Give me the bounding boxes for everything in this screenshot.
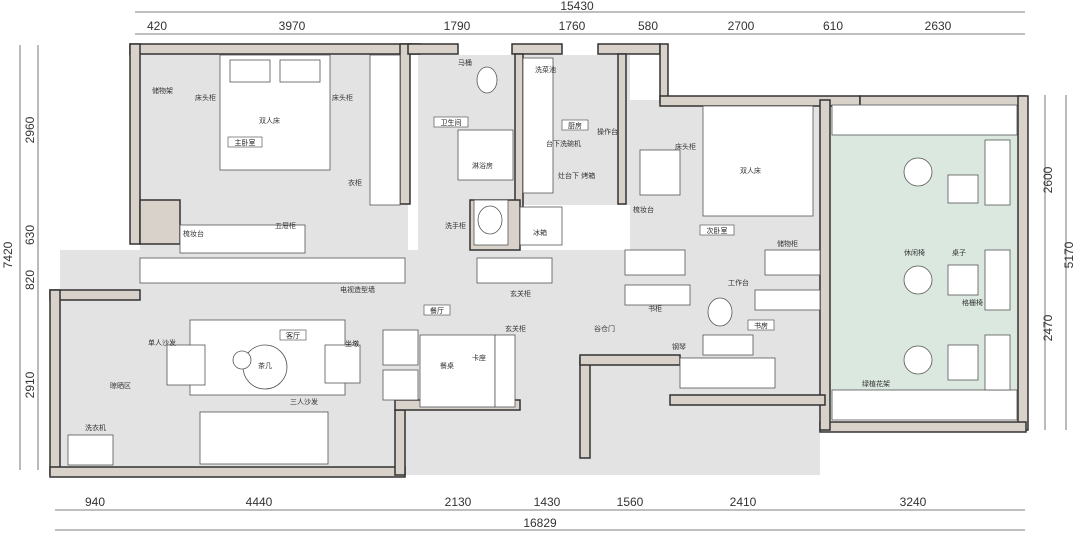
label-workbench: 工作台 <box>728 278 749 287</box>
dim-bottom-4: 1560 <box>617 495 644 509</box>
left-dimensions: 7420 2960 630 820 2910 <box>1 45 39 470</box>
label-bedside-right: 床头柜 <box>332 93 353 102</box>
dim-top-1: 3970 <box>279 19 306 33</box>
label-ottoman: 坐墩 <box>345 339 359 348</box>
label-storage-cab: 储物柜 <box>777 239 798 248</box>
label-dresser: 梳妆台 <box>183 229 204 238</box>
room-tags: 主卧室 卫生间 厨房 次卧室 客厅 餐厅 书房 <box>227 116 775 341</box>
dim-left-2: 820 <box>23 270 37 290</box>
dim-bottom-total: 16829 <box>523 516 557 530</box>
walls <box>49 43 1029 478</box>
label-storage-area: 晾晒区 <box>110 381 131 390</box>
dim-top-7: 2630 <box>925 19 952 33</box>
label-lounge-chair: 休闲椅 <box>904 248 925 257</box>
label-bedside-2: 床头柜 <box>675 142 696 151</box>
label-oven: 灶台下 烤箱 <box>558 171 595 180</box>
label-single-sofa: 单人沙发 <box>148 338 176 347</box>
label-fridge: 冰箱 <box>533 228 547 237</box>
dining-table <box>419 334 496 408</box>
dim-top-3: 1760 <box>559 19 586 33</box>
dim-right-total: 5170 <box>1062 241 1076 268</box>
three-seat-sofa <box>199 411 329 465</box>
dim-top-2: 1790 <box>444 19 471 33</box>
dim-top-6: 610 <box>823 19 843 33</box>
label-piano: 钢琴 <box>672 342 686 351</box>
room-kitchen: 厨房 <box>568 121 582 130</box>
label-lounge-chair-2: 格栅椅 <box>962 298 983 307</box>
label-booth: 卡座 <box>472 353 486 362</box>
annotations: 储物架 床头柜 床头柜 双人床 衣柜 梳妆台 五屉柜 马桶 淋浴房 洗手柜 洗菜… <box>85 58 983 432</box>
wardrobe <box>369 54 401 206</box>
dim-left-1: 630 <box>23 225 37 245</box>
label-wash-basin: 洗手柜 <box>445 221 466 230</box>
room-second-bedroom: 次卧室 <box>707 226 728 235</box>
label-drawer-cabinet: 五屉柜 <box>275 221 296 230</box>
label-wardrobe: 衣柜 <box>348 178 362 187</box>
label-three-sofa: 三人沙发 <box>290 397 318 406</box>
piano <box>679 357 776 389</box>
label-dresser-2: 梳妆台 <box>633 205 654 214</box>
label-coffee-table: 茶几 <box>258 361 272 370</box>
dim-bottom-5: 2410 <box>730 495 757 509</box>
label-tv-wall: 电视造型墙 <box>340 285 375 294</box>
double-bed-2 <box>702 105 814 217</box>
dim-left-3: 2910 <box>23 371 37 398</box>
dim-bottom-6: 3240 <box>900 495 927 509</box>
label-bookcase: 书柜 <box>648 304 662 313</box>
label-bedside-left: 床头柜 <box>195 93 216 102</box>
shower <box>457 129 514 181</box>
bottom-dimensions: 940 4440 2130 1430 1560 2410 3240 16829 <box>55 495 1025 531</box>
label-sink: 洗菜池 <box>535 65 556 74</box>
label-dishwasher: 台下洗碗机 <box>546 139 581 148</box>
room-living: 客厅 <box>286 331 300 340</box>
label-shower: 淋浴房 <box>472 161 493 170</box>
dim-top-total: 15430 <box>560 0 594 13</box>
label-counter: 操作台 <box>597 127 618 136</box>
label-double-bed-2: 双人床 <box>740 166 761 175</box>
room-study: 书房 <box>754 321 768 330</box>
room-master-bedroom: 主卧室 <box>235 138 256 147</box>
label-planter: 绿植花架 <box>862 379 890 388</box>
right-dimensions: 2600 2470 5170 <box>1041 95 1076 430</box>
toilet <box>476 66 498 94</box>
dim-bottom-2: 2130 <box>445 495 472 509</box>
dim-bottom-3: 1430 <box>534 495 561 509</box>
room-bathroom: 卫生间 <box>441 118 462 127</box>
dim-top-4: 580 <box>638 19 658 33</box>
dim-top-5: 2700 <box>728 19 755 33</box>
dim-right-0: 2600 <box>1041 166 1055 193</box>
label-washer: 洗衣机 <box>85 423 106 432</box>
label-entry-cab: 玄关柜 <box>510 289 531 298</box>
label-entry-cab-2: 玄关柜 <box>505 324 526 333</box>
dim-bottom-0: 940 <box>85 495 105 509</box>
label-dining-table: 餐桌 <box>440 361 454 370</box>
label-grain-door: 谷仓门 <box>594 324 615 333</box>
dim-left-0: 2960 <box>23 116 37 143</box>
label-storage-rack: 储物架 <box>152 86 173 95</box>
fridge <box>519 206 563 246</box>
dim-right-1: 2470 <box>1041 314 1055 341</box>
top-dimensions: 15430 420 3970 1790 1760 580 2700 610 26… <box>135 0 1025 35</box>
dim-left-total: 7420 <box>1 241 15 268</box>
label-double-bed: 双人床 <box>259 116 280 125</box>
dim-bottom-1: 4440 <box>246 495 273 509</box>
room-dining: 餐厅 <box>430 306 444 315</box>
dim-top-0: 420 <box>147 19 167 33</box>
furniture <box>67 54 1018 466</box>
label-toilet: 马桶 <box>458 58 472 67</box>
label-table: 桌子 <box>952 248 966 257</box>
